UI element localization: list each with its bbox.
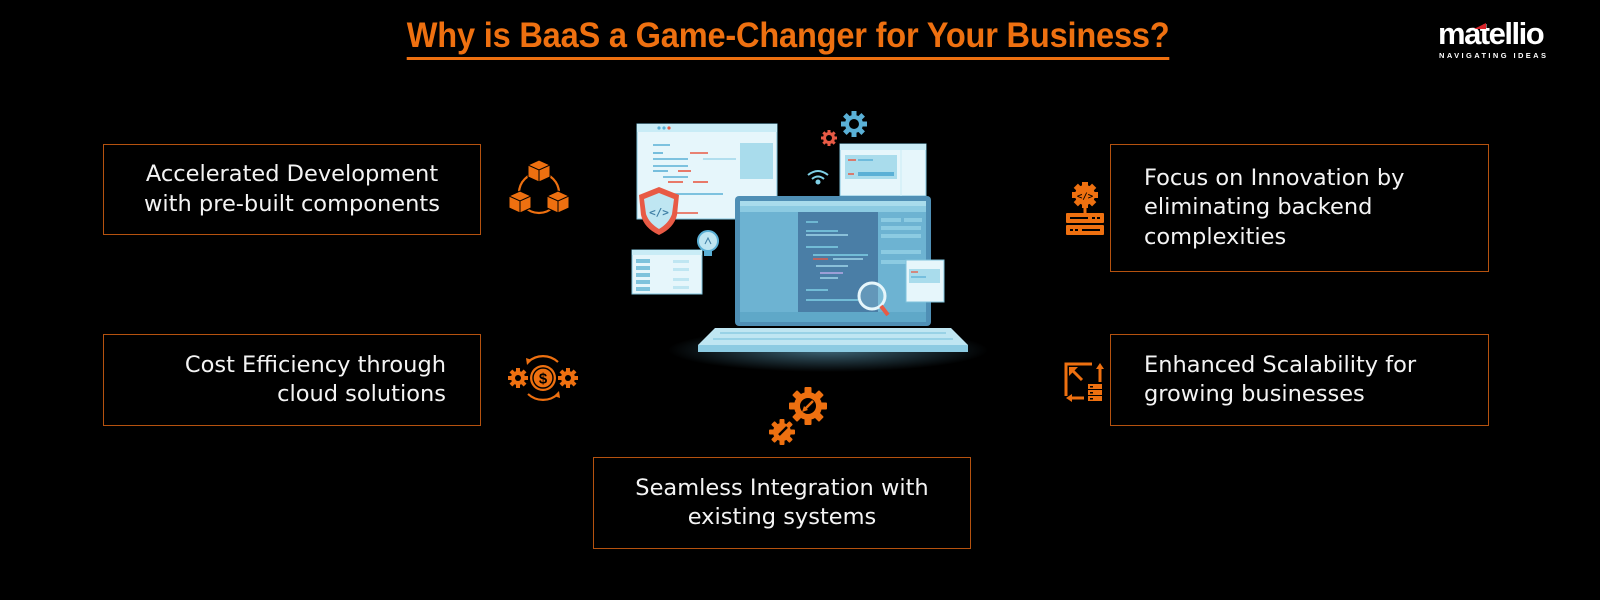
benefit-box-cost-efficiency: Cost Efficiency through cloud solutions <box>103 334 481 426</box>
logo-tagline: NAVIGATING IDEAS <box>1439 51 1549 60</box>
scale-arrows-server-icon <box>1064 362 1104 402</box>
svg-text:</>: </> <box>649 206 669 219</box>
benefit-line: complexities <box>1144 223 1287 250</box>
logo-wordmark: matellio <box>1438 16 1545 51</box>
benefit-line: Cost Efficiency through <box>184 351 446 378</box>
integration-gears-icon <box>768 386 830 448</box>
logo-accent-mark <box>1474 23 1486 29</box>
title-text: Why is BaaS a Game-Changer for Your Busi… <box>406 16 1170 60</box>
page-title: Why is BaaS a Game-Changer for Your Busi… <box>0 16 1600 60</box>
laptop <box>698 196 968 352</box>
benefit-line: existing systems <box>687 504 877 530</box>
benefit-box-seamless-integration: Seamless Integration with existing syste… <box>593 457 971 549</box>
benefit-line: growing businesses <box>1144 381 1365 407</box>
laptop-code-development-illustration: </> <box>628 110 998 375</box>
settings-gears-icon <box>821 111 867 146</box>
security-shield-icon: </> <box>639 187 679 235</box>
benefit-box-focus-innovation: Focus on Innovation by eliminating backe… <box>1110 144 1489 272</box>
matellio-logo: matellio NAVIGATING IDEAS <box>1436 18 1566 62</box>
code-gear-server-icon: </> <box>1065 181 1105 237</box>
benefit-line: with pre-built components <box>144 190 440 217</box>
benefit-line: Focus on Innovation by <box>1144 164 1405 191</box>
dollar-gears-cycle-icon: $ <box>508 348 578 408</box>
svg-text:$: $ <box>539 371 548 388</box>
modules-cubes-icon <box>508 158 570 220</box>
lightbulb-icon <box>697 230 719 256</box>
benefit-line: eliminating backend <box>1144 194 1373 221</box>
benefit-line: cloud solutions <box>277 381 446 407</box>
wifi-icon <box>807 170 829 185</box>
svg-text:</>: </> <box>1077 192 1094 202</box>
benefit-line: Enhanced Scalability for <box>1144 351 1417 378</box>
benefit-line: Seamless Integration with <box>635 474 929 501</box>
form-window <box>631 249 703 295</box>
benefit-line: Accelerated Development <box>145 161 439 187</box>
benefit-box-accelerated-development: Accelerated Development with pre-built c… <box>103 144 481 235</box>
benefit-box-enhanced-scalability: Enhanced Scalability for growing busines… <box>1110 334 1489 426</box>
dashboard-window <box>839 143 927 197</box>
